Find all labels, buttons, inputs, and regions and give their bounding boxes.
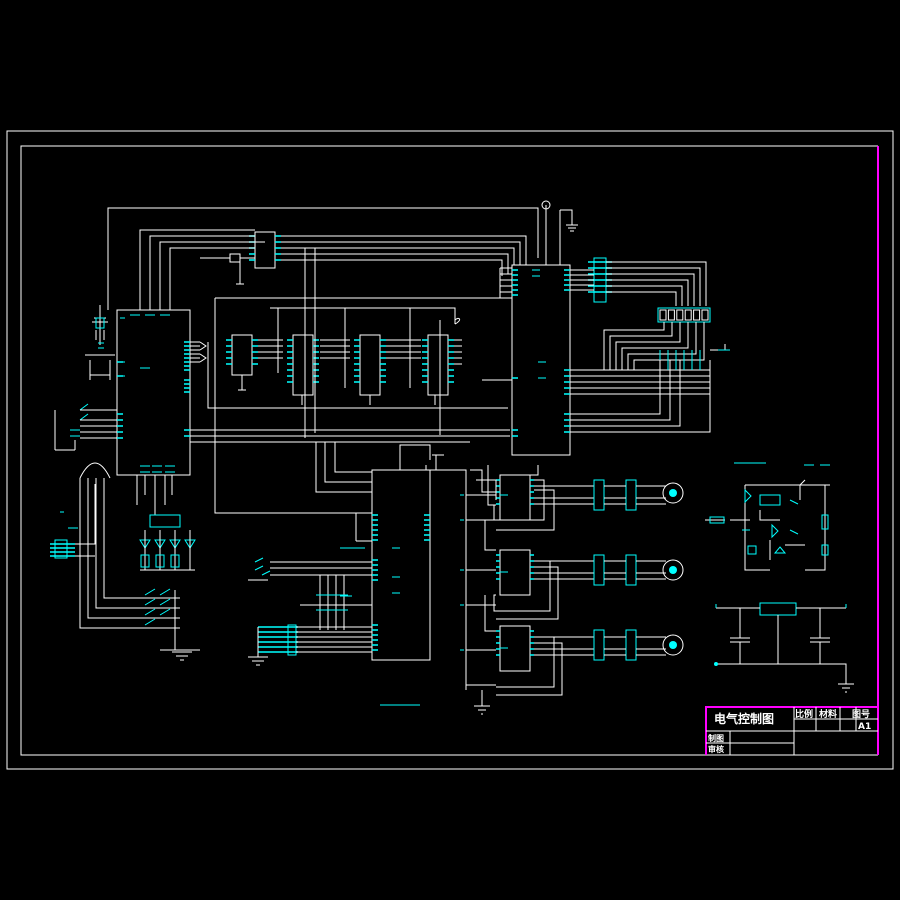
stepper-motors (662, 482, 684, 656)
checked-by-label: 审核 (708, 744, 724, 754)
filter-blocks (593, 479, 666, 661)
drawing-number-label: 图号 (852, 709, 870, 720)
switch-inputs (248, 557, 372, 630)
driver-wiring (466, 465, 594, 715)
component-designators (60, 269, 830, 706)
power-regulator-circuit (714, 602, 854, 693)
reset-circuit (70, 305, 115, 437)
left-signal-bus (54, 409, 180, 629)
keypad-connector (248, 624, 372, 666)
seven-segment-digit (693, 309, 701, 321)
mcu-left-pins (117, 361, 123, 439)
display-connector (570, 257, 707, 306)
top-bus (107, 207, 539, 310)
decoder-chips (226, 334, 454, 396)
drawing-number-value: A1 (858, 722, 871, 732)
drawing-frame (20, 145, 878, 756)
seven-segment-digit (701, 309, 709, 321)
motor-controller-chip (315, 442, 467, 690)
material-label: 材料 (818, 708, 837, 720)
mcu-right-pins (184, 341, 190, 437)
drawn-by-label: 制图 (708, 733, 724, 743)
seven-segment-digit (667, 309, 675, 321)
seven-segment-display (657, 307, 711, 323)
seven-segment-digit (659, 309, 667, 321)
drawing-title: 电气控制图 (714, 711, 774, 726)
motor-driver-chips (496, 474, 534, 672)
relay-contacts (144, 588, 200, 661)
display-drive-wires (570, 322, 726, 433)
transistor-driver-circuit (705, 479, 830, 571)
outer-sheet-border (6, 130, 894, 770)
top-buffer-chip (200, 231, 281, 285)
seven-segment-digit (684, 309, 692, 321)
left-connector (50, 484, 96, 559)
seven-segment-digit (676, 309, 684, 321)
title-block: 电气控制图 比例 材料 图号 A1 制图 审核 (705, 706, 878, 755)
mcu-chip (116, 309, 191, 476)
display-controller-chip (482, 200, 578, 456)
scale-label: 比例 (795, 708, 813, 720)
diode-array (139, 514, 196, 571)
